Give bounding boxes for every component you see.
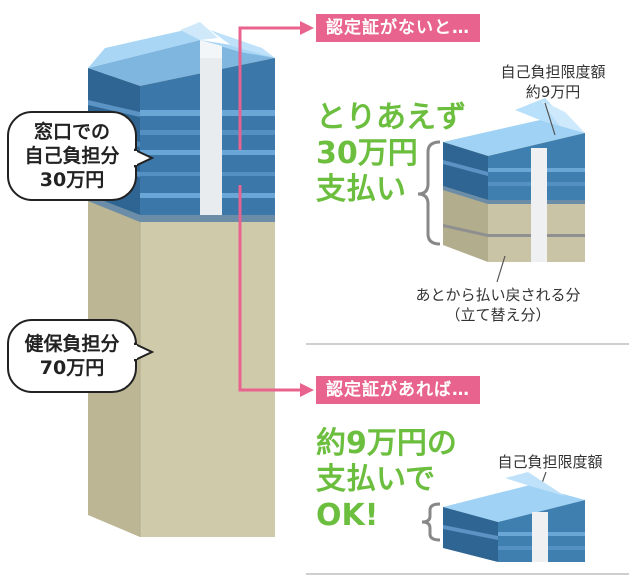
without-green-line3: 支払い bbox=[316, 172, 406, 207]
bubble-insurance-line1: 健保負担分 bbox=[24, 333, 120, 355]
without-limit-line1: 自己負担限度額 bbox=[500, 63, 606, 81]
leader-refund bbox=[496, 255, 506, 283]
small-stack-with bbox=[443, 472, 585, 562]
leader-limit-without bbox=[544, 102, 556, 136]
refund-label: あとから払い戻される分 （立て替え分） bbox=[378, 285, 618, 325]
refund-line1: あとから払い戻される分 bbox=[415, 286, 581, 304]
brace-without bbox=[417, 140, 441, 246]
bubble-counter-line2: 自己負担分 bbox=[24, 145, 120, 167]
bubble-counter-text: 窓口での 自己負担分 30万円 bbox=[10, 120, 134, 192]
pink-connector-top bbox=[238, 21, 314, 150]
tag-without-certificate: 認定証がないと… bbox=[316, 14, 480, 42]
bubble-counter-line1: 窓口での bbox=[33, 121, 110, 143]
with-green-line3: OK! bbox=[316, 498, 379, 533]
pink-connector-bottom bbox=[238, 185, 314, 397]
with-green-line2: 支払いで bbox=[316, 462, 436, 497]
without-green-line2: 30万円 bbox=[316, 136, 418, 171]
tag-with-certificate: 認定証があれば… bbox=[316, 376, 480, 404]
refund-line2: （立て替え分） bbox=[445, 306, 551, 324]
small-stack-without bbox=[443, 98, 585, 262]
bubble-counter-line3: 30万円 bbox=[39, 169, 105, 191]
with-green-heading: 約9万円の 支払いで OK! bbox=[316, 426, 457, 534]
without-limit-label: 自己負担限度額 約9万円 bbox=[478, 62, 628, 102]
with-limit-label: 自己負担限度額 bbox=[497, 453, 603, 471]
bubble-insurance-text: 健保負担分 70万円 bbox=[10, 332, 134, 380]
bubble-insurance bbox=[7, 319, 155, 393]
with-green-line1: 約9万円の bbox=[316, 426, 457, 461]
without-limit-line2: 約9万円 bbox=[525, 83, 581, 101]
without-green-line1: とりあえず bbox=[316, 100, 466, 135]
bubble-insurance-line2: 70万円 bbox=[39, 357, 105, 379]
bubble-counter bbox=[7, 111, 155, 201]
big-money-stack bbox=[88, 22, 275, 537]
brace-with bbox=[421, 502, 441, 542]
without-green-heading: とりあえず 30万円 支払い bbox=[316, 100, 466, 208]
